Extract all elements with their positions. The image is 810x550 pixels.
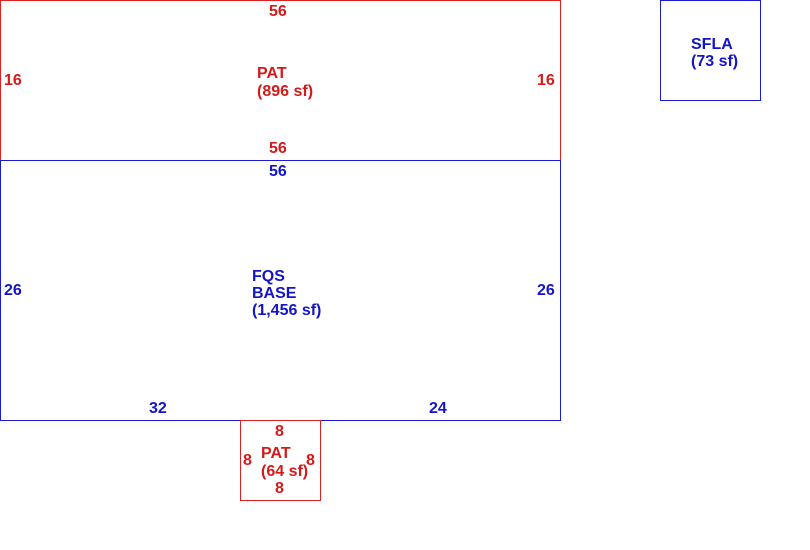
base-dim-right: 26 <box>537 282 555 299</box>
base-area: (1,456 sf) <box>252 302 322 319</box>
bottom-patio-label: PAT <box>261 445 291 462</box>
base-dim-top: 56 <box>269 163 287 180</box>
top-patio-dim-top: 56 <box>269 3 287 20</box>
bottom-patio-dim-left: 8 <box>243 452 252 469</box>
bottom-patio-dim-top: 8 <box>275 423 284 440</box>
bottom-patio-outline <box>240 420 321 501</box>
base-label-line2: BASE <box>252 285 297 302</box>
sfla-label: SFLA <box>691 36 733 53</box>
sfla-area: (73 sf) <box>691 53 739 70</box>
bottom-patio-dim-bottom: 8 <box>275 480 284 497</box>
base-dim-bottom-left: 32 <box>149 400 167 417</box>
bottom-patio-area: (64 sf) <box>261 463 309 480</box>
top-patio-dim-right: 16 <box>537 72 555 89</box>
base-label-line1: FQS <box>252 268 285 285</box>
top-patio-dim-bottom: 56 <box>269 140 287 157</box>
top-patio-dim-left: 16 <box>4 72 22 89</box>
top-patio-label: PAT <box>257 65 287 82</box>
base-dim-bottom-right: 24 <box>429 400 447 417</box>
top-patio-area: (896 sf) <box>257 83 314 100</box>
sfla-box-outline <box>660 0 761 101</box>
bottom-patio-dim-right: 8 <box>306 452 315 469</box>
base-dim-left: 26 <box>4 282 22 299</box>
